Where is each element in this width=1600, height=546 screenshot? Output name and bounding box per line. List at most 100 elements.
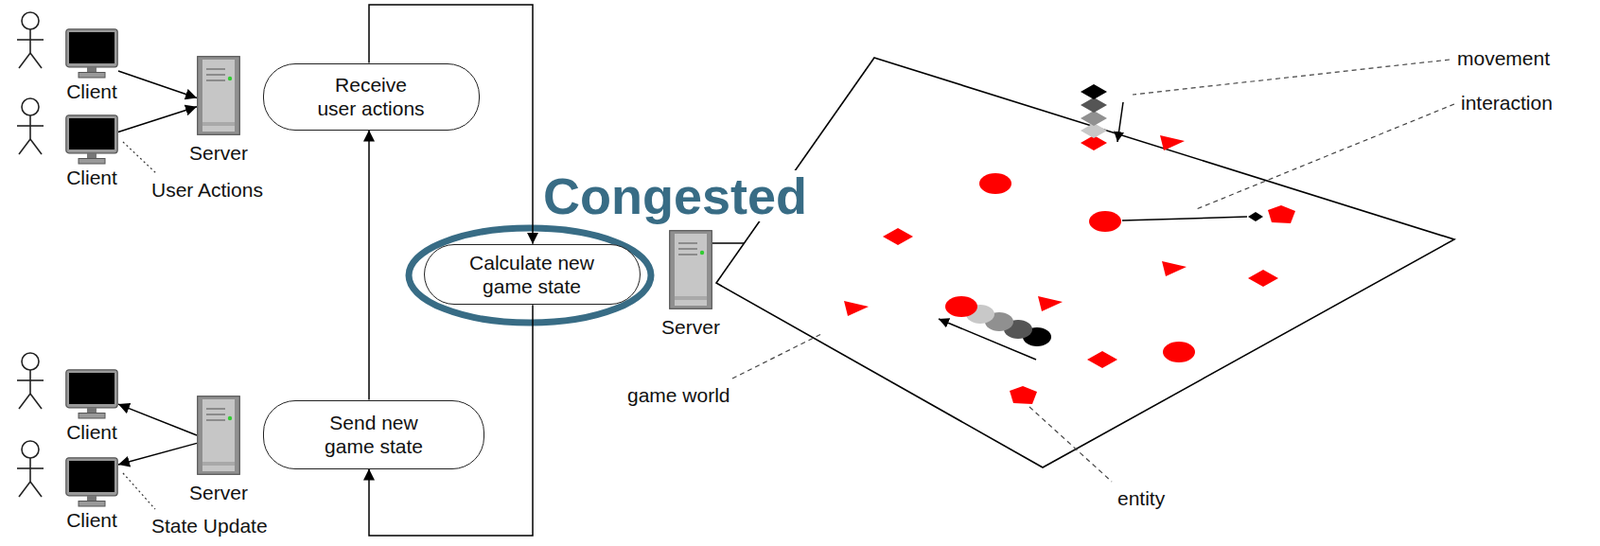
- monitor-bezel: [66, 457, 118, 496]
- entity-diamond: [1087, 351, 1118, 369]
- box-text: Receive user actions: [315, 72, 427, 121]
- flow-arrow: [118, 106, 197, 133]
- monitor-base: [78, 413, 106, 420]
- trail-circle: [1003, 319, 1033, 339]
- entity-triangle: [1161, 261, 1187, 277]
- server-icon: [196, 395, 241, 475]
- client-computer: Client: [65, 114, 119, 190]
- leader-line: [123, 141, 158, 175]
- server-front: [202, 59, 235, 132]
- drive-slot: [206, 73, 226, 76]
- drive-slot: [206, 419, 226, 422]
- monitor-screen: [69, 460, 115, 493]
- entity-pentagon: [1267, 205, 1296, 224]
- entity-diamond: [1080, 135, 1108, 151]
- server-link: [712, 242, 745, 245]
- game-world-plane: [716, 57, 1455, 468]
- server-computer: Server: [661, 229, 721, 339]
- annotation-label: User Actions: [151, 177, 264, 202]
- drive-slot: [206, 79, 226, 82]
- monitor-icon: [65, 457, 119, 508]
- monitor-screen: [69, 32, 115, 64]
- monitor-icon: [65, 114, 119, 165]
- server-case: [197, 396, 241, 475]
- drive-slot: [206, 68, 226, 71]
- box-text: Calculate new game state: [460, 250, 603, 299]
- callout-label: movement: [1457, 46, 1550, 71]
- drive-slot: [206, 413, 226, 416]
- drive-slot: [678, 253, 698, 256]
- flow-arrow: [118, 442, 197, 465]
- callout-label: entity: [1117, 486, 1165, 510]
- entities: [843, 135, 1296, 405]
- trail-circle: [984, 312, 1014, 332]
- entity-diamond: [882, 228, 914, 246]
- leader-line: [123, 473, 156, 510]
- server-computer: Server: [189, 395, 248, 505]
- server-case: [197, 56, 241, 136]
- callout-label: interaction: [1460, 90, 1553, 115]
- entity-circle: [945, 296, 978, 317]
- power-led: [700, 250, 704, 255]
- entity-pentagon: [1009, 386, 1038, 405]
- flow-arrow: [368, 130, 370, 401]
- drive-slot: [206, 407, 226, 410]
- device-label: Client: [66, 165, 118, 190]
- device-label: Server: [189, 480, 248, 505]
- monitor-screen: [69, 118, 115, 150]
- monitor-icon: [65, 369, 119, 420]
- process-box: Send new game state: [263, 400, 485, 470]
- trail-diamond: [1080, 84, 1108, 100]
- moving-entity: [1080, 84, 1124, 151]
- monitor-bezel: [66, 369, 118, 408]
- highlight-label: Congested: [541, 170, 809, 222]
- monitor-base: [78, 501, 106, 508]
- annotation-label: State Update: [151, 513, 268, 538]
- device-label: Client: [66, 508, 118, 532]
- entity-circle: [1162, 341, 1196, 363]
- process-box: Calculate new game state: [423, 244, 641, 305]
- trail-diamond: [1080, 123, 1108, 139]
- drive-slot: [678, 247, 698, 250]
- entity-triangle: [1037, 296, 1063, 312]
- movement-arrow: [1117, 102, 1124, 142]
- movement-arrow: [938, 318, 1037, 360]
- interaction-line: [1122, 216, 1248, 221]
- entity-triangle: [1160, 135, 1185, 151]
- entity-diamond: [1248, 269, 1279, 287]
- device-label: Server: [661, 315, 721, 339]
- device-label: Server: [189, 140, 248, 165]
- power-led: [228, 76, 232, 81]
- leader-line: [1132, 59, 1450, 95]
- drive-slot: [678, 242, 698, 245]
- leader-lines: [732, 59, 1455, 482]
- power-led: [228, 416, 232, 421]
- interaction-diamond: [1248, 211, 1264, 222]
- server-computer: Server: [189, 55, 248, 165]
- leader-line: [732, 333, 824, 379]
- server-vent: [202, 461, 235, 466]
- moving-entity: [938, 296, 1052, 360]
- flow-arrow: [118, 404, 197, 436]
- leader-line: [1029, 406, 1112, 482]
- server-icon: [668, 229, 713, 310]
- server-front: [202, 399, 235, 472]
- monitor-base: [78, 158, 106, 165]
- callout-label: game world: [627, 383, 731, 407]
- client-computer: Client: [65, 457, 119, 532]
- user-figure: [17, 12, 44, 497]
- monitor-icon: [65, 28, 119, 79]
- monitor-base: [78, 72, 106, 79]
- trail-circle: [966, 304, 995, 324]
- flow-arrow: [118, 70, 197, 98]
- client-computer: Client: [65, 28, 119, 104]
- leader-line: [1194, 104, 1455, 211]
- process-box: Receive user actions: [263, 63, 480, 131]
- trail-circle: [1022, 327, 1052, 347]
- server-front: [674, 233, 707, 306]
- monitor-screen: [69, 372, 115, 405]
- server-vent: [202, 122, 235, 126]
- server-icon: [196, 55, 241, 136]
- entity-triangle: [843, 300, 869, 317]
